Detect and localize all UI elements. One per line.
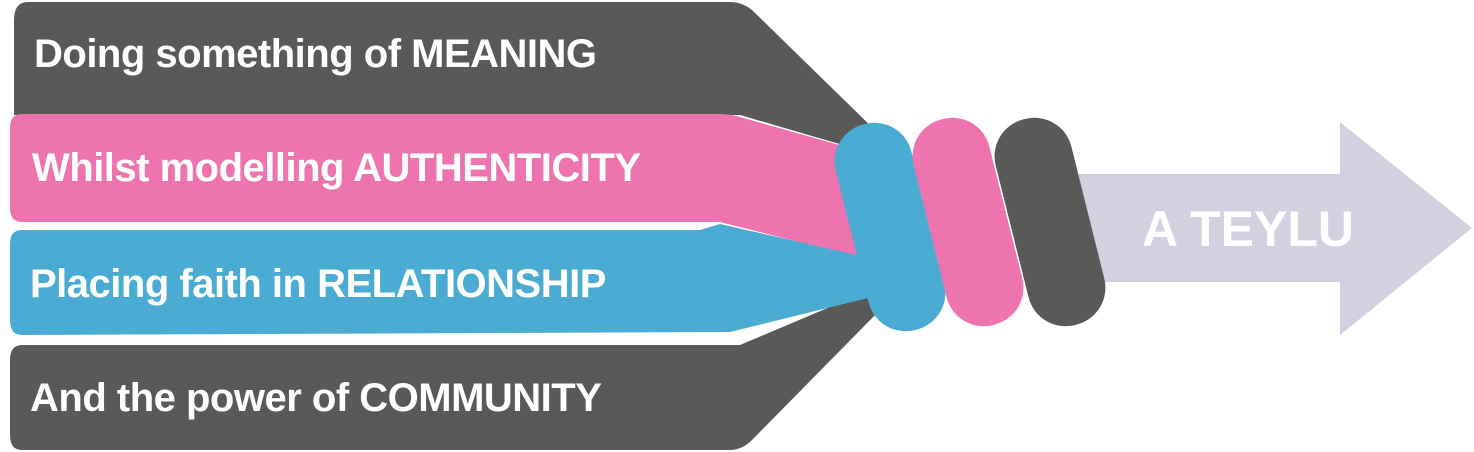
statement-meaning: Doing something of MEANING <box>34 32 597 76</box>
ring-blue <box>834 122 946 332</box>
ring-pink <box>912 117 1024 327</box>
statement-relationship: Placing faith in RELATIONSHIP <box>30 262 606 306</box>
statement-community: And the power of COMMUNITY <box>30 376 602 420</box>
band-authenticity <box>10 114 870 260</box>
outcome-arrow <box>1070 122 1472 335</box>
band-relationship <box>10 224 880 335</box>
band-meaning <box>14 2 880 150</box>
band-community <box>10 290 880 450</box>
outcome-label: A TEYLU <box>1142 201 1355 257</box>
statement-authenticity: Whilst modelling AUTHENTICITY <box>32 146 641 190</box>
ring-dark <box>994 117 1106 327</box>
